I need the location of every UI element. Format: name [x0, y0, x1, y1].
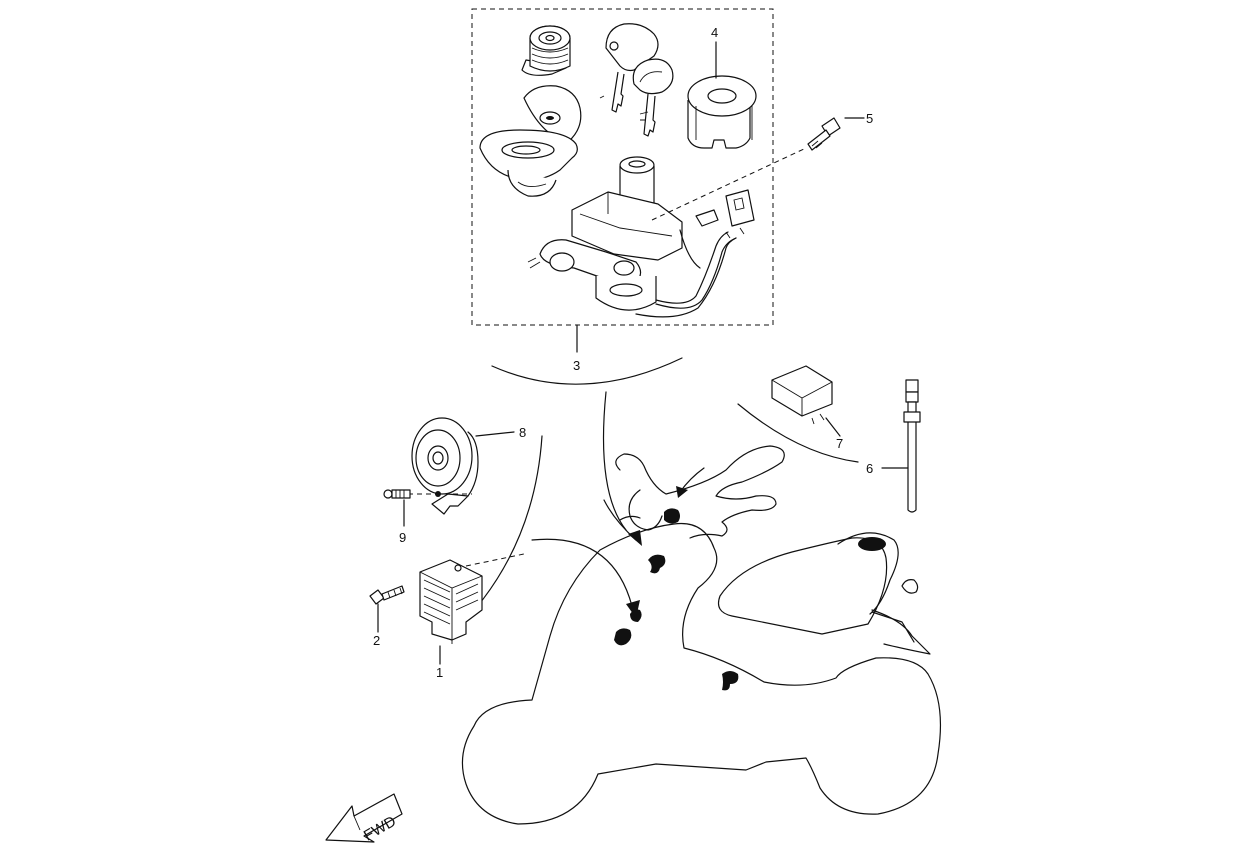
main-switch-kit-box	[471, 8, 774, 326]
callout-7: 7	[836, 436, 843, 451]
kit-leader-lines	[576, 41, 865, 353]
callout-5: 5	[866, 111, 873, 126]
cap-part-4	[687, 75, 757, 149]
callout-3: 3	[573, 358, 580, 373]
callout-8: 8	[519, 425, 526, 440]
cable-tie-part-6	[881, 379, 921, 513]
fwd-direction-arrow	[325, 793, 403, 843]
bolt-part-2	[369, 585, 405, 633]
mounting-locations	[614, 508, 739, 691]
callout-6: 6	[866, 461, 873, 476]
callout-2: 2	[373, 633, 380, 648]
fuel-tank-cap	[479, 85, 582, 197]
relay-part-7	[771, 365, 841, 437]
callout-9: 9	[399, 530, 406, 545]
bolt-part-9	[383, 489, 441, 527]
bolt-part-5	[807, 117, 841, 151]
horn-part-8	[408, 417, 515, 515]
main-switch-assembly	[527, 156, 755, 318]
callout-4: 4	[711, 25, 718, 40]
callout-1: 1	[436, 665, 443, 680]
location-arrows	[531, 467, 705, 618]
rectifier-regulator-part-1	[419, 553, 525, 665]
seat-lock-cylinder	[521, 25, 571, 76]
ignition-keys	[599, 23, 674, 137]
